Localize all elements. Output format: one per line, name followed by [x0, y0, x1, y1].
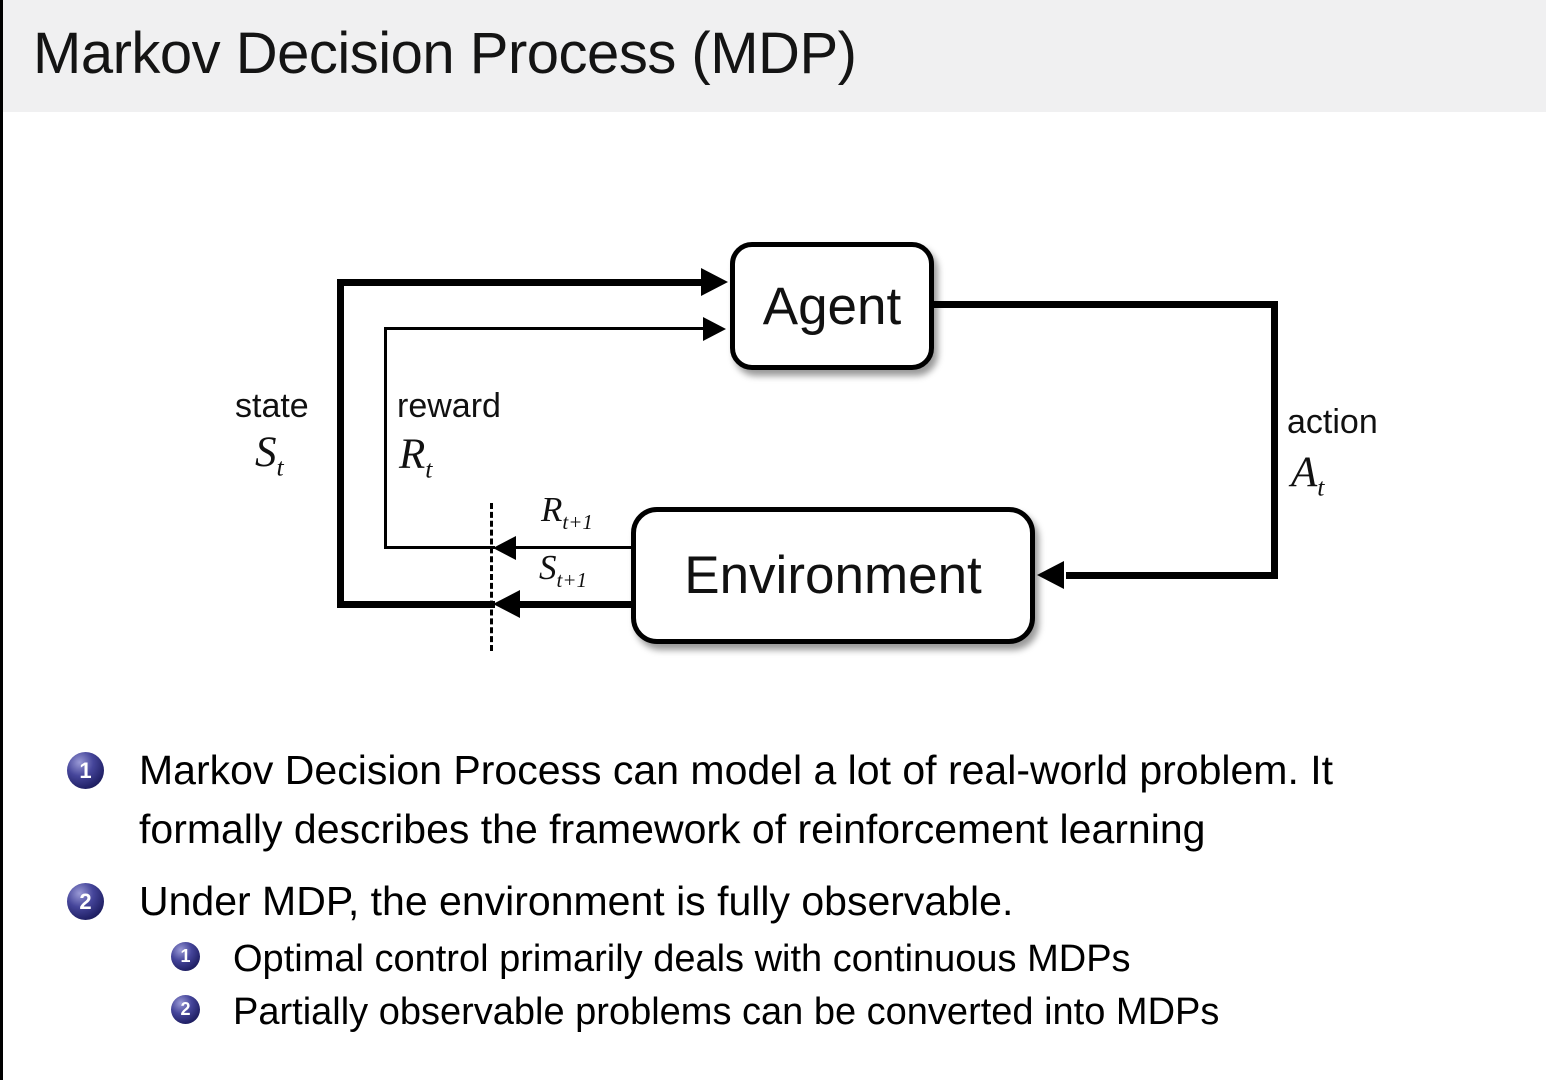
- state-arrowhead-to-agent: [701, 268, 728, 296]
- reward-arrowhead-to-agent: [703, 317, 726, 341]
- bullet-text-line: Under MDP, the environment is fully obse…: [139, 878, 1014, 924]
- bullet-text-line: formally describes the framework of rein…: [139, 806, 1206, 852]
- agent-node-label: Agent: [762, 276, 902, 336]
- reward-line-left: [384, 327, 387, 549]
- bullet-text: Markov Decision Process can model a lot …: [139, 741, 1333, 859]
- environment-node: Environment: [631, 507, 1035, 644]
- state-line-top: [337, 279, 703, 286]
- title-bar: Markov Decision Process (MDP): [3, 0, 1546, 112]
- sub-bullet-item-2: 2 Partially observable problems can be c…: [171, 986, 1219, 1038]
- action-symbol: At: [1291, 449, 1325, 502]
- bullet-text: Under MDP, the environment is fully obse…: [139, 872, 1013, 931]
- environment-node-label: Environment: [684, 546, 982, 605]
- next-state-arrowhead: [493, 590, 520, 618]
- sub-bullet-text: Optimal control primarily deals with con…: [233, 938, 1131, 980]
- page-title: Markov Decision Process (MDP): [33, 21, 857, 86]
- bullet-number-badge: 1: [67, 752, 104, 789]
- reward-symbol: Rt: [399, 431, 433, 484]
- timestep-dashed-line: [490, 503, 493, 651]
- sub-bullet-number-badge: 1: [171, 942, 200, 971]
- action-arrowhead-to-environment: [1037, 561, 1064, 589]
- next-reward-symbol: Rt+1: [541, 490, 593, 534]
- state-line-left: [337, 279, 344, 608]
- reward-line-bottom-right: [516, 546, 633, 549]
- state-line-bottom-left: [337, 601, 495, 608]
- reward-line-top: [384, 327, 703, 330]
- mdp-loop-diagram: Agent Environment state St reward Rt act…: [3, 0, 1546, 1080]
- sub-bullet-item-1: 1 Optimal control primarily deals with c…: [171, 933, 1131, 985]
- bullet-text-line: Markov Decision Process can model a lot …: [139, 747, 1334, 793]
- state-symbol: St: [255, 429, 284, 482]
- bullet-item-2: 2 Under MDP, the environment is fully ob…: [67, 872, 1013, 931]
- state-line-bottom-right: [520, 601, 633, 608]
- action-line-right: [1271, 301, 1278, 579]
- sub-bullet-text: Partially observable problems can be con…: [233, 991, 1220, 1033]
- reward-edge-label: reward: [397, 387, 501, 425]
- bullet-number-badge: 2: [67, 883, 104, 920]
- state-edge-label: state: [235, 387, 309, 425]
- reward-line-bottom-left: [384, 546, 495, 549]
- next-state-symbol: St+1: [539, 548, 588, 592]
- action-line-bottom: [1066, 572, 1278, 579]
- sub-bullet-number-badge: 2: [171, 995, 200, 1024]
- bullet-item-1: 1 Markov Decision Process can model a lo…: [67, 741, 1333, 859]
- action-edge-label: action: [1287, 403, 1378, 441]
- next-reward-arrowhead: [493, 536, 516, 560]
- action-line-top: [932, 301, 1278, 308]
- agent-node: Agent: [730, 242, 934, 370]
